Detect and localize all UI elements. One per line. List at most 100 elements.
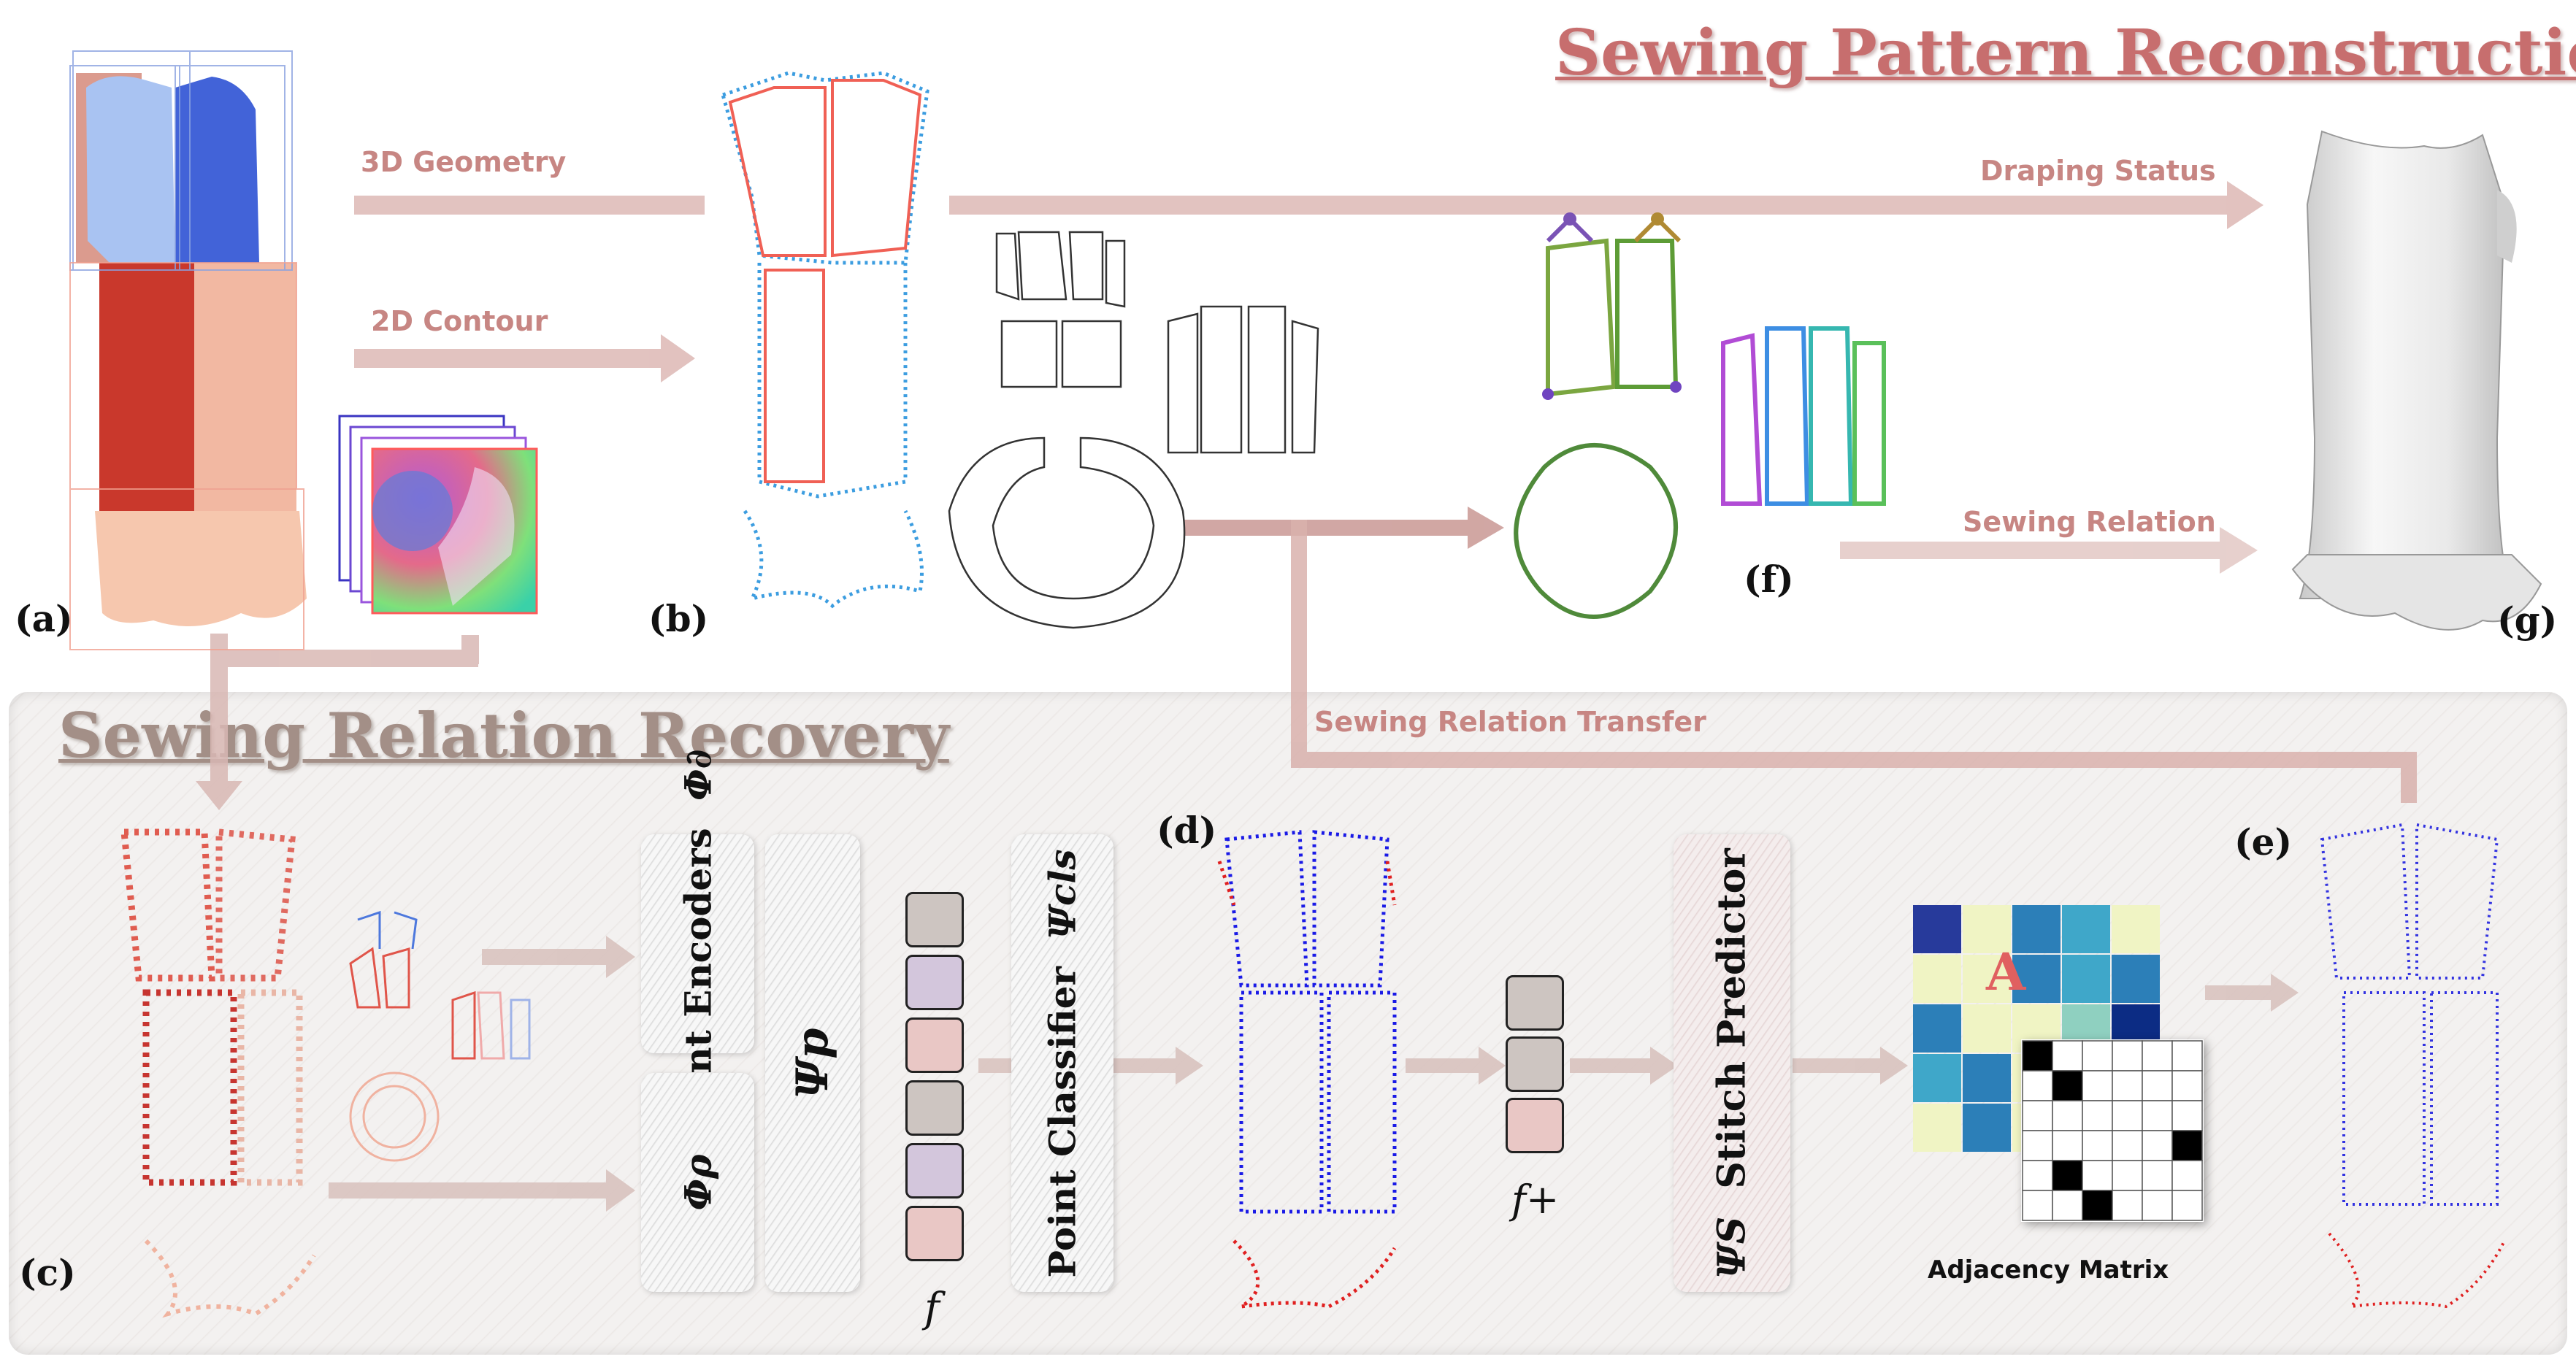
- binary-cell: [2052, 1100, 2083, 1131]
- panel-a-point-cloud: [69, 50, 307, 650]
- title-sewing-relation-recovery: Sewing Relation Recovery: [58, 699, 949, 772]
- panel-b-garment: [720, 71, 929, 609]
- binary-cell: [2171, 1130, 2203, 1161]
- feature-cell: [905, 1206, 964, 1261]
- label-2d-contour: 2D Contour: [371, 305, 548, 337]
- heatmap-cell: [2112, 905, 2160, 953]
- binary-cell: [2171, 1190, 2203, 1221]
- arrow-3d-geometry: [354, 181, 2263, 229]
- panel-tag-d: (d): [1157, 809, 1217, 852]
- binary-cell: [2052, 1190, 2083, 1221]
- adjacency-matrix-caption: Adjacency Matrix: [1928, 1255, 2169, 1285]
- feature-cell: [1506, 1036, 1564, 1092]
- arrow-sewing-relation: [1840, 527, 2258, 574]
- binary-cell: [2142, 1100, 2173, 1131]
- panel-tag-e: (e): [2234, 820, 2293, 863]
- binary-cell: [2112, 1070, 2143, 1101]
- binary-cell: [2171, 1040, 2203, 1071]
- arrow-down-to-recovery: [196, 634, 479, 810]
- block-point-encoder-contour: Point Encoders Φ∂: [641, 750, 754, 1138]
- heatmap-cell: [1963, 955, 2011, 1003]
- symbol-psi-cls: Ψcls: [1040, 848, 1084, 939]
- binary-cell: [2022, 1040, 2053, 1071]
- heatmap-cell: [1913, 1004, 1961, 1053]
- binary-cell: [2022, 1160, 2053, 1191]
- heatmap-cell: [1913, 905, 1961, 953]
- feature-cell: [905, 892, 964, 947]
- binary-cell: [2052, 1040, 2083, 1071]
- label-sewing-relation: Sewing Relation: [1963, 506, 2216, 538]
- uv-map-stack: [338, 415, 538, 615]
- label-draping-status: Draping Status: [1980, 155, 2216, 187]
- panel-e-result: [2320, 823, 2506, 1309]
- panel-tag-b: (b): [648, 597, 709, 640]
- binary-cell: [2171, 1100, 2203, 1131]
- arrow-2d-contour: [354, 334, 695, 382]
- symbol-f-plus: f+: [1511, 1177, 1560, 1223]
- heatmap-cell: [2112, 955, 2160, 1003]
- binary-cell: [2052, 1160, 2083, 1191]
- panel-tag-g: (g): [2497, 599, 2558, 642]
- panel-g-dress: [2291, 130, 2542, 631]
- binary-cell: [2052, 1070, 2083, 1101]
- binary-cell: [2022, 1070, 2053, 1101]
- feature-cell: [1506, 975, 1564, 1031]
- label-stitch-predictor: Stitch Predictor: [1709, 847, 1755, 1189]
- feature-cell: [905, 1080, 964, 1136]
- binary-cell: [2142, 1160, 2173, 1191]
- binary-cell: [2082, 1040, 2113, 1071]
- arrow-sewing-relation-transfer: [1291, 520, 2417, 803]
- heatmap-cell: [2062, 905, 2110, 953]
- symbol-psi-p: Ψp: [787, 1028, 838, 1099]
- matrix-symbol-a: A: [1986, 942, 2026, 1002]
- heatmap-cell: [1913, 955, 1961, 1003]
- heatmap-cell: [2012, 905, 2061, 953]
- binary-cell: [2082, 1100, 2113, 1131]
- heatmap-cell: [1963, 1054, 2011, 1102]
- feature-cell: [905, 1143, 964, 1199]
- binary-cell: [2082, 1070, 2113, 1101]
- heatmap-cell: [1963, 905, 2011, 953]
- feature-cell: [905, 1017, 964, 1073]
- block-point-classifier: Point Classifier Ψcls: [1011, 834, 1113, 1292]
- symbol-psi-s: ΨS: [1709, 1216, 1755, 1279]
- arrow-to-f: [1168, 507, 1504, 549]
- sewing-pattern-pieces: [948, 231, 1319, 629]
- heatmap-cell: [2012, 955, 2061, 1003]
- block-point-encoder-geometry: Φρ: [641, 1073, 754, 1292]
- binary-cell: [2022, 1130, 2053, 1161]
- label-point-classifier: Point Classifier: [1040, 966, 1084, 1278]
- symbol-phi-partial: Φ∂: [676, 749, 719, 801]
- binary-svg: [2022, 1040, 2203, 1221]
- binary-cell: [2052, 1130, 2083, 1161]
- binary-cell: [2112, 1100, 2143, 1131]
- panel-c-contours: [349, 910, 531, 1162]
- feature-cell: [905, 955, 964, 1010]
- recovery-arrows: [329, 936, 2299, 1212]
- binary-cell: [2171, 1160, 2203, 1191]
- block-stitch-predictor: ΨS Stitch Predictor: [1674, 834, 1790, 1292]
- panel-tag-a: (a): [15, 597, 73, 640]
- binary-cell: [2082, 1160, 2113, 1191]
- block-psi-p: Ψp: [765, 834, 860, 1292]
- binary-cell: [2142, 1190, 2173, 1221]
- binary-cell: [2112, 1040, 2143, 1071]
- binary-cell: [2082, 1130, 2113, 1161]
- panel-d-classified: [1217, 830, 1397, 1309]
- binary-cell: [2112, 1130, 2143, 1161]
- heatmap-cell: [1913, 1104, 1961, 1152]
- binary-cell: [2082, 1190, 2113, 1221]
- symbol-phi-rho: Φρ: [676, 1154, 719, 1211]
- title-sewing-pattern-reconstruction: Sewing Pattern Reconstruction: [1555, 16, 2576, 90]
- feature-cell: [1506, 1098, 1564, 1153]
- binary-cell: [2112, 1190, 2143, 1221]
- panel-f-graph: [1514, 212, 1886, 619]
- heatmap-cell: [1963, 1104, 2011, 1152]
- binary-cell: [2022, 1190, 2053, 1221]
- panel-tag-c: (c): [19, 1251, 76, 1294]
- binary-cell: [2171, 1070, 2203, 1101]
- binary-matrix: [2021, 1039, 2204, 1222]
- heatmap-cell: [1913, 1054, 1961, 1102]
- label-3d-geometry: 3D Geometry: [361, 146, 567, 178]
